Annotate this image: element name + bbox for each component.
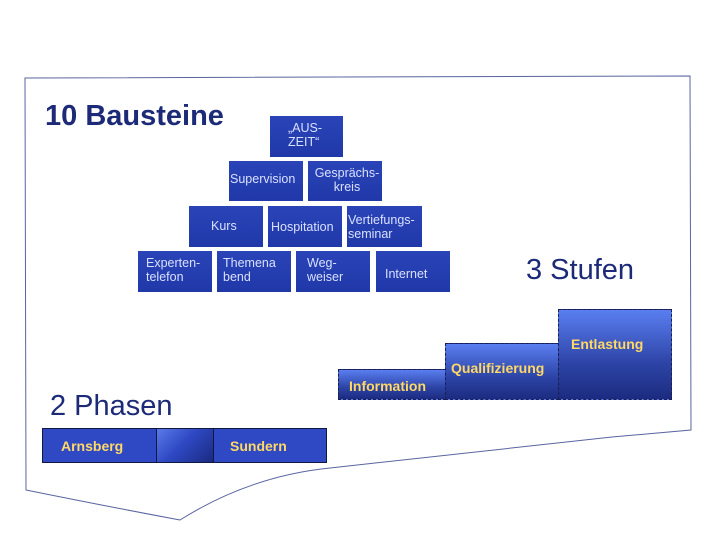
brick-supervision-label: Supervision [230,172,296,186]
brick-expertentelefon: Experten- telefon [138,251,212,292]
phase-sundern: Sundern [213,428,327,463]
phase-sundern-label: Sundern [230,438,287,454]
brick-internet-label: Internet [385,267,428,281]
brick-auszeit-label: „AUS- ZEIT“ [288,121,323,149]
heading-bausteine: 10 Bausteine [45,100,224,132]
step-qualifizierung: Qualifizierung [445,343,559,400]
brick-auszeit: „AUS- ZEIT“ [270,116,343,157]
brick-supervision: Supervision [229,161,303,201]
brick-kurs-label: Kurs [211,219,237,233]
brick-themenabend-label: Themena bend [223,256,276,284]
phase-arnsberg-label: Arnsberg [61,438,124,454]
heading-stufen: 3 Stufen [526,254,635,286]
brick-vertiefungsseminar: Vertiefungs- seminar [347,206,422,247]
brick-internet: Internet [376,251,450,292]
brick-gespraechskreis-label: Gesprächs- kreis [314,166,380,194]
brick-vertiefungsseminar-label: Vertiefungs- seminar [348,213,415,241]
brick-hospitation: Hospitation [268,206,342,247]
heading-phasen: 2 Phasen [50,390,173,422]
step-information: Information [338,369,446,400]
step-entlastung-label: Entlastung [571,336,644,352]
step-information-label: Information [349,378,426,394]
brick-gespraechskreis: Gesprächs- kreis [308,161,382,201]
step-entlastung: Entlastung [558,309,672,400]
brick-wegweiser: Weg- weiser [296,251,370,292]
step-qualifizierung-label: Qualifizierung [451,360,545,376]
phase-transition [156,428,214,463]
brick-expertentelefon-label: Experten- telefon [146,256,201,284]
brick-wegweiser-label: Weg- weiser [307,256,344,284]
brick-kurs: Kurs [189,206,263,247]
brick-hospitation-label: Hospitation [271,220,334,234]
phase-arnsberg: Arnsberg [42,428,157,463]
brick-themenabend: Themena bend [217,251,291,292]
